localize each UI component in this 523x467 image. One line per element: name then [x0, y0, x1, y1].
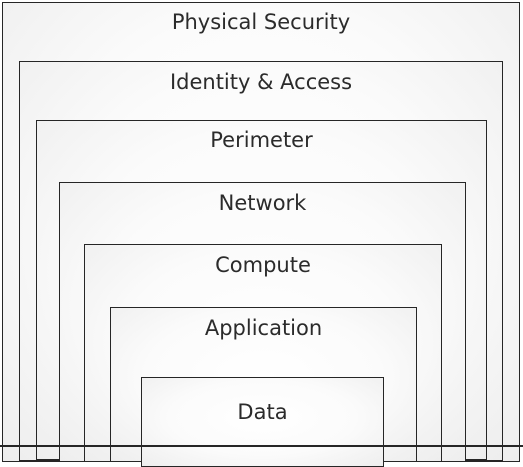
layer-label: Identity & Access — [169, 70, 353, 94]
layer-label: Compute — [215, 253, 311, 277]
layer-label: Perimeter — [210, 128, 313, 152]
layer-label: Network — [218, 191, 307, 215]
layer-label: Application — [204, 316, 323, 340]
layer-label: Data — [237, 400, 288, 424]
layer-data: Data — [141, 377, 384, 467]
baseline-divider — [0, 445, 523, 447]
layer-label: Physical Security — [171, 10, 351, 34]
